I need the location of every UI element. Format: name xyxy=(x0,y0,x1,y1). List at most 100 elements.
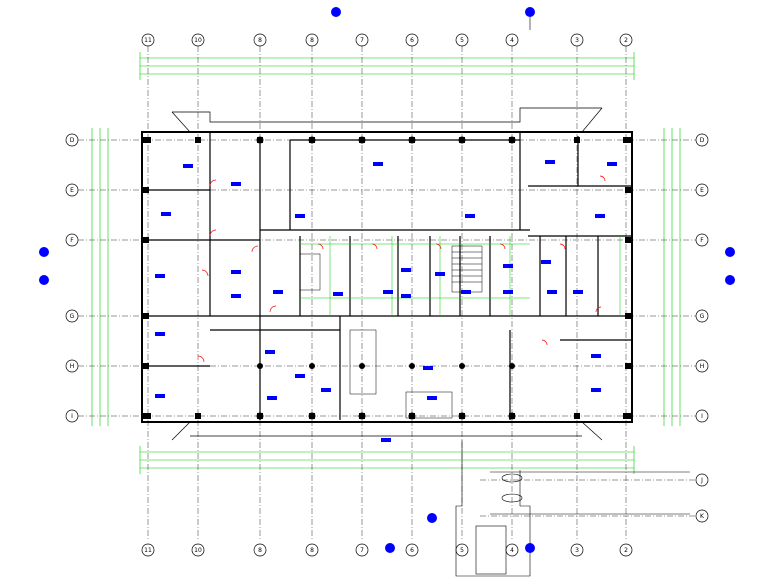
structural-column xyxy=(309,363,315,369)
svg-text:3: 3 xyxy=(575,37,579,44)
structural-column xyxy=(625,313,631,319)
room-tag xyxy=(161,212,171,216)
structural-column xyxy=(625,413,631,419)
structural-column xyxy=(308,136,316,144)
svg-text:I: I xyxy=(71,413,73,420)
grid-bubble-row-right: D xyxy=(695,133,709,147)
room-tag xyxy=(155,274,165,278)
room-tag xyxy=(383,290,393,294)
structural-column xyxy=(408,412,416,420)
structural-column xyxy=(508,136,516,144)
grid-bubble-row-left: I xyxy=(65,409,79,423)
svg-text:11: 11 xyxy=(144,547,152,554)
grid-bubble-column-bottom: 2 xyxy=(619,543,633,557)
room-tag xyxy=(295,374,305,378)
grid-bubble-column-top: 5 xyxy=(455,33,469,47)
room-tag xyxy=(545,160,555,164)
svg-text:G: G xyxy=(70,313,75,320)
grid-bubble-column-top: 8 xyxy=(305,33,319,47)
room-tag xyxy=(591,354,601,358)
svg-text:4: 4 xyxy=(510,547,514,554)
room-tag xyxy=(231,182,241,186)
svg-text:6: 6 xyxy=(410,547,414,554)
room-tag xyxy=(381,438,391,442)
structural-column xyxy=(625,363,631,369)
room-tag xyxy=(595,214,605,218)
room-tag xyxy=(547,290,557,294)
door-swings xyxy=(197,175,606,363)
svg-text:E: E xyxy=(70,187,74,194)
section-marker-top xyxy=(331,7,341,17)
section-marker-bottom-right xyxy=(525,543,535,553)
structural-column xyxy=(358,412,366,420)
structural-column xyxy=(408,136,416,144)
room-tag xyxy=(231,270,241,274)
dimension-strings-left xyxy=(91,128,109,426)
grid-bubble-row-left: E xyxy=(65,183,79,197)
room-tag xyxy=(401,268,411,272)
svg-text:8: 8 xyxy=(258,37,262,44)
structural-column xyxy=(458,136,466,144)
svg-text:G: G xyxy=(700,313,705,320)
room-tag xyxy=(267,396,277,400)
svg-text:8: 8 xyxy=(310,37,314,44)
structural-column xyxy=(509,363,515,369)
svg-text:7: 7 xyxy=(360,37,364,44)
room-tag xyxy=(401,294,411,298)
dimension-strings-top xyxy=(139,52,635,80)
room-tag xyxy=(333,292,343,296)
room-tag xyxy=(465,214,475,218)
room-tag xyxy=(503,290,513,294)
interior-walls xyxy=(145,132,632,420)
room-tag xyxy=(503,264,513,268)
svg-text:5: 5 xyxy=(460,37,464,44)
structural-column xyxy=(195,137,201,143)
grid-bubble-column-top: 6 xyxy=(405,33,419,47)
svg-text:6: 6 xyxy=(410,37,414,44)
svg-text:J: J xyxy=(700,477,703,484)
grid-bubble-column-top: 4 xyxy=(505,33,519,47)
structural-column xyxy=(625,137,631,143)
room-tag xyxy=(155,332,165,336)
grid-bubble-row-right: H xyxy=(695,359,709,373)
grid-bubble-column-bottom: 11 xyxy=(141,543,155,557)
svg-text:H: H xyxy=(700,363,705,370)
grid-bubble-column-bottom: 8 xyxy=(253,543,267,557)
svg-text:E: E xyxy=(700,187,704,194)
structural-column xyxy=(256,412,264,420)
grid-bubble-column-bottom: 5 xyxy=(455,543,469,557)
structural-column xyxy=(459,363,465,369)
room-tag xyxy=(231,294,241,298)
grid-bubble-row-right: J xyxy=(695,473,709,487)
grid-bubble-row-right: K xyxy=(695,509,709,523)
canopy-outline xyxy=(171,107,603,441)
svg-text:7: 7 xyxy=(360,547,364,554)
structural-column xyxy=(143,187,149,193)
svg-text:10: 10 xyxy=(194,37,202,44)
grid-bubble-column-top: 10 xyxy=(191,33,205,47)
svg-text:2: 2 xyxy=(624,547,628,554)
section-marker-left xyxy=(39,247,49,285)
svg-text:K: K xyxy=(700,513,705,520)
structural-column xyxy=(256,136,264,144)
svg-text:I: I xyxy=(701,413,703,420)
room-tag xyxy=(591,388,601,392)
room-tag xyxy=(573,290,583,294)
structural-column xyxy=(359,363,365,369)
svg-text:D: D xyxy=(70,137,75,144)
grid-bubble-column-top: 2 xyxy=(619,33,633,47)
grid-bubble-column-bottom: 6 xyxy=(405,543,419,557)
grid-bubble-row-right: E xyxy=(695,183,709,197)
svg-text:4: 4 xyxy=(510,37,514,44)
room-tag xyxy=(273,290,283,294)
structural-column xyxy=(195,413,201,419)
room-tag xyxy=(541,260,551,264)
room-tag xyxy=(155,394,165,398)
structural-column xyxy=(574,137,580,143)
grid-bubble-column-bottom: 7 xyxy=(355,543,369,557)
grid-bubble-row-left: G xyxy=(65,309,79,323)
svg-text:D: D xyxy=(700,137,705,144)
structural-column xyxy=(574,413,580,419)
grid-bubble-column-top: 7 xyxy=(355,33,369,47)
